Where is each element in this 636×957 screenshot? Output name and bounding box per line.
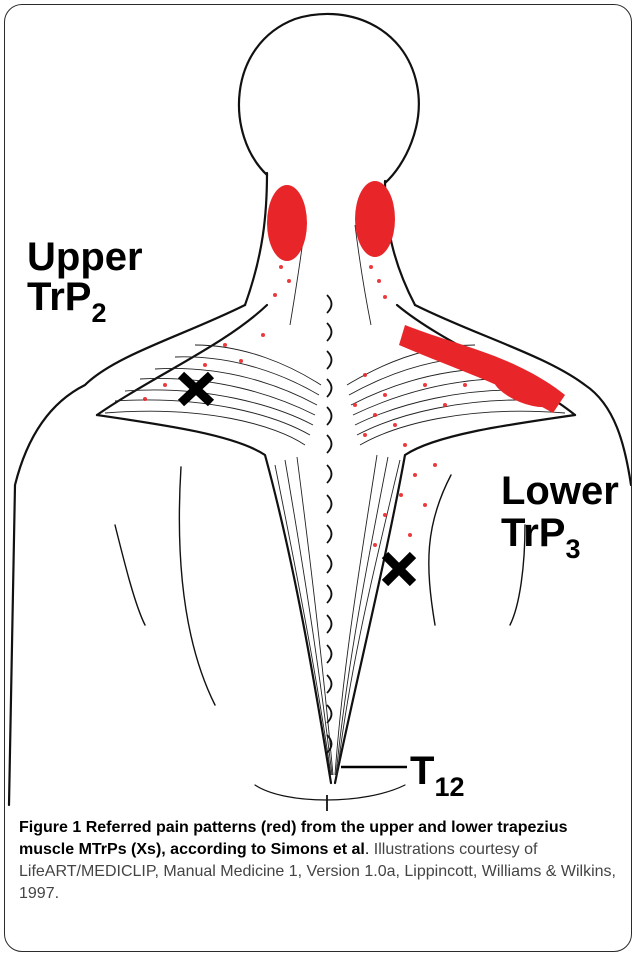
upper-trp-mark [181, 375, 211, 403]
figure-caption: Figure 1 Referred pain patterns (red) fr… [19, 817, 623, 905]
upper-trp-label: TrP2 [27, 277, 107, 317]
upper-label: Upper [27, 237, 143, 277]
lower-trp-label: TrP3 [501, 513, 581, 553]
figure-frame: Upper TrP2 Lower TrP3 T12 Figure 1 Refer… [4, 4, 632, 952]
t12-label: T12 [410, 751, 464, 791]
scapula-right [429, 475, 451, 625]
figure-number: Figure 1 [19, 819, 81, 836]
lower-trp-main: TrP [501, 511, 565, 555]
lower-back-curve [255, 785, 405, 800]
scapula-left [179, 467, 215, 705]
t12-main: T [410, 749, 434, 793]
upper-trp-subscript: 2 [91, 298, 106, 328]
waist-left [115, 525, 145, 625]
neck-outline-left [245, 173, 267, 305]
lower-label: Lower [501, 471, 619, 511]
upper-trp-main: TrP [27, 275, 91, 319]
trapezius-outline-left [97, 415, 331, 783]
lower-trp-subscript: 3 [565, 534, 580, 564]
t12-subscript: 12 [434, 772, 464, 802]
trapezius-illustration [5, 5, 631, 815]
head-outline [239, 14, 419, 183]
lower-trp-mark [385, 555, 413, 583]
